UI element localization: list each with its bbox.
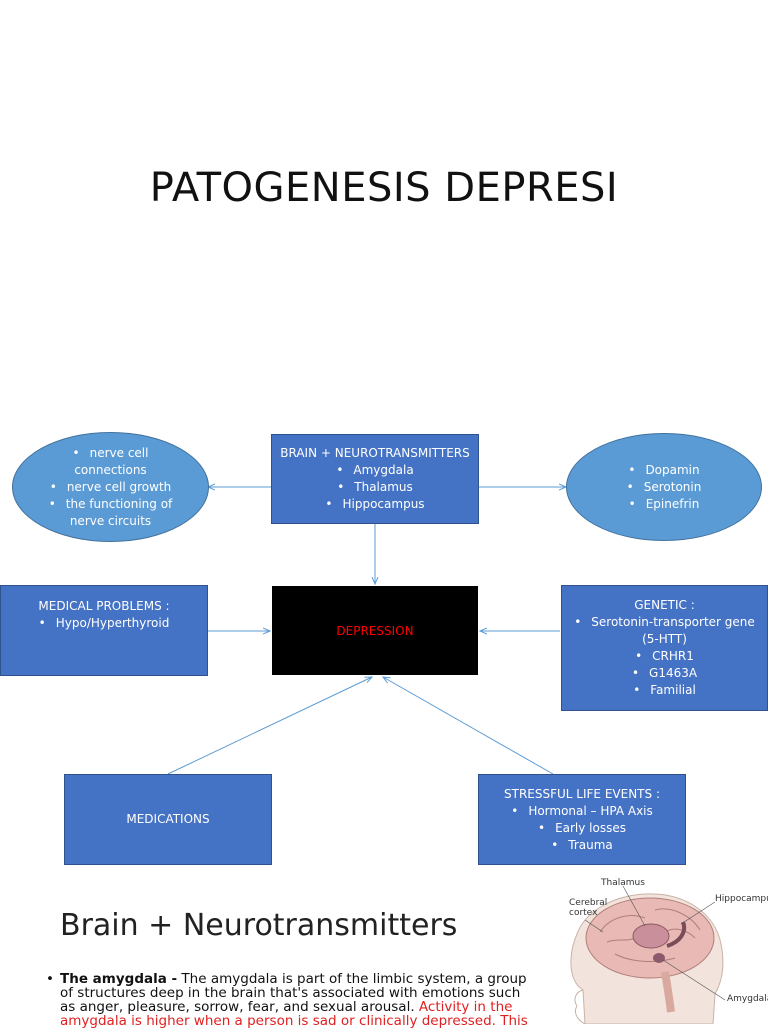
label-cortex: cortex (569, 908, 598, 918)
slide-title: PATOGENESIS DEPRESI (149, 165, 619, 211)
nerve-cell-ellipse: nerve cell connections nerve cell growth… (12, 432, 209, 542)
genetic-box: GENETIC : Serotonin-transporter gene (5-… (561, 585, 768, 711)
list-item: Familial (570, 682, 760, 699)
medical-box-header: MEDICAL PROBLEMS : (38, 599, 170, 613)
depression-box: DEPRESSION (272, 586, 478, 675)
brain-head-icon (570, 885, 726, 1025)
list-item: the functioning of nerve circuits (36, 496, 186, 530)
genetic-list: Serotonin-transporter gene (5-HTT) CRHR1… (570, 614, 760, 699)
list-item: Hippocampus (325, 496, 425, 513)
brain-neurotransmitters-box: BRAIN + NEUROTRANSMITTERS Amygdala Thala… (271, 434, 479, 524)
paragraph-text: The amygdala is part of the limbic syste… (60, 971, 527, 1015)
list-item: Hormonal – HPA Axis (511, 803, 652, 820)
list-item: Hypo/Hyperthyroid (39, 615, 170, 632)
list-item: G1463A (570, 665, 760, 682)
neuro-list: Dopamin Serotonin Epinefrin (627, 462, 702, 513)
stress-list: Hormonal – HPA Axis Early losses Trauma (511, 803, 653, 854)
medical-list: Hypo/Hyperthyroid (39, 615, 170, 632)
neurotransmitter-ellipse: Dopamin Serotonin Epinefrin (566, 433, 762, 541)
stress-box-header: STRESSFUL LIFE EVENTS : (504, 786, 660, 801)
list-item: Serotonin (627, 479, 702, 496)
medications-box: MEDICATIONS (64, 774, 272, 865)
list-item: Amygdala (325, 462, 424, 479)
brain-box-header: BRAIN + NEUROTRANSMITTERS (280, 446, 470, 460)
label-thalamus: Thalamus (601, 878, 645, 888)
paragraph-lead: The amygdala - (60, 971, 178, 987)
list-item: Dopamin (627, 462, 702, 479)
list-item: nerve cell connections (36, 445, 186, 479)
list-item: Early losses (511, 820, 653, 837)
list-item: CRHR1 (570, 648, 760, 665)
label-amygdala: Amygdala (727, 994, 768, 1004)
label-hippocampus: Hippocampus (715, 894, 768, 904)
label-cerebral: Cerebral (569, 898, 608, 908)
arrow-stress-to-depression (383, 677, 554, 775)
bullet-icon: • (46, 971, 54, 987)
list-item: nerve cell growth (36, 479, 186, 496)
section-heading: Brain + Neurotransmitters (60, 908, 458, 943)
arrow-medications-to-depression (167, 677, 372, 775)
stressful-life-events-box: STRESSFUL LIFE EVENTS : Hormonal – HPA A… (478, 774, 686, 865)
medications-label: MEDICATIONS (126, 812, 210, 826)
brain-illustration: Thalamus Cerebral cortex Hippocampus Amy… (555, 872, 768, 1025)
list-item: Epinefrin (627, 496, 702, 513)
amygdala-paragraph: • The amygdala - The amygdala is part of… (46, 971, 530, 1028)
list-item: Thalamus (325, 479, 424, 496)
nerve-list: nerve cell connections nerve cell growth… (36, 445, 186, 530)
list-item: Trauma (511, 837, 653, 854)
list-item: Serotonin-transporter gene (5-HTT) (570, 614, 760, 648)
genetic-box-header: GENETIC : (634, 598, 695, 612)
brain-box-list: Amygdala Thalamus Hippocampus (325, 462, 425, 513)
medical-problems-box: MEDICAL PROBLEMS : Hypo/Hyperthyroid (0, 585, 208, 676)
depression-label: DEPRESSION (336, 623, 414, 638)
